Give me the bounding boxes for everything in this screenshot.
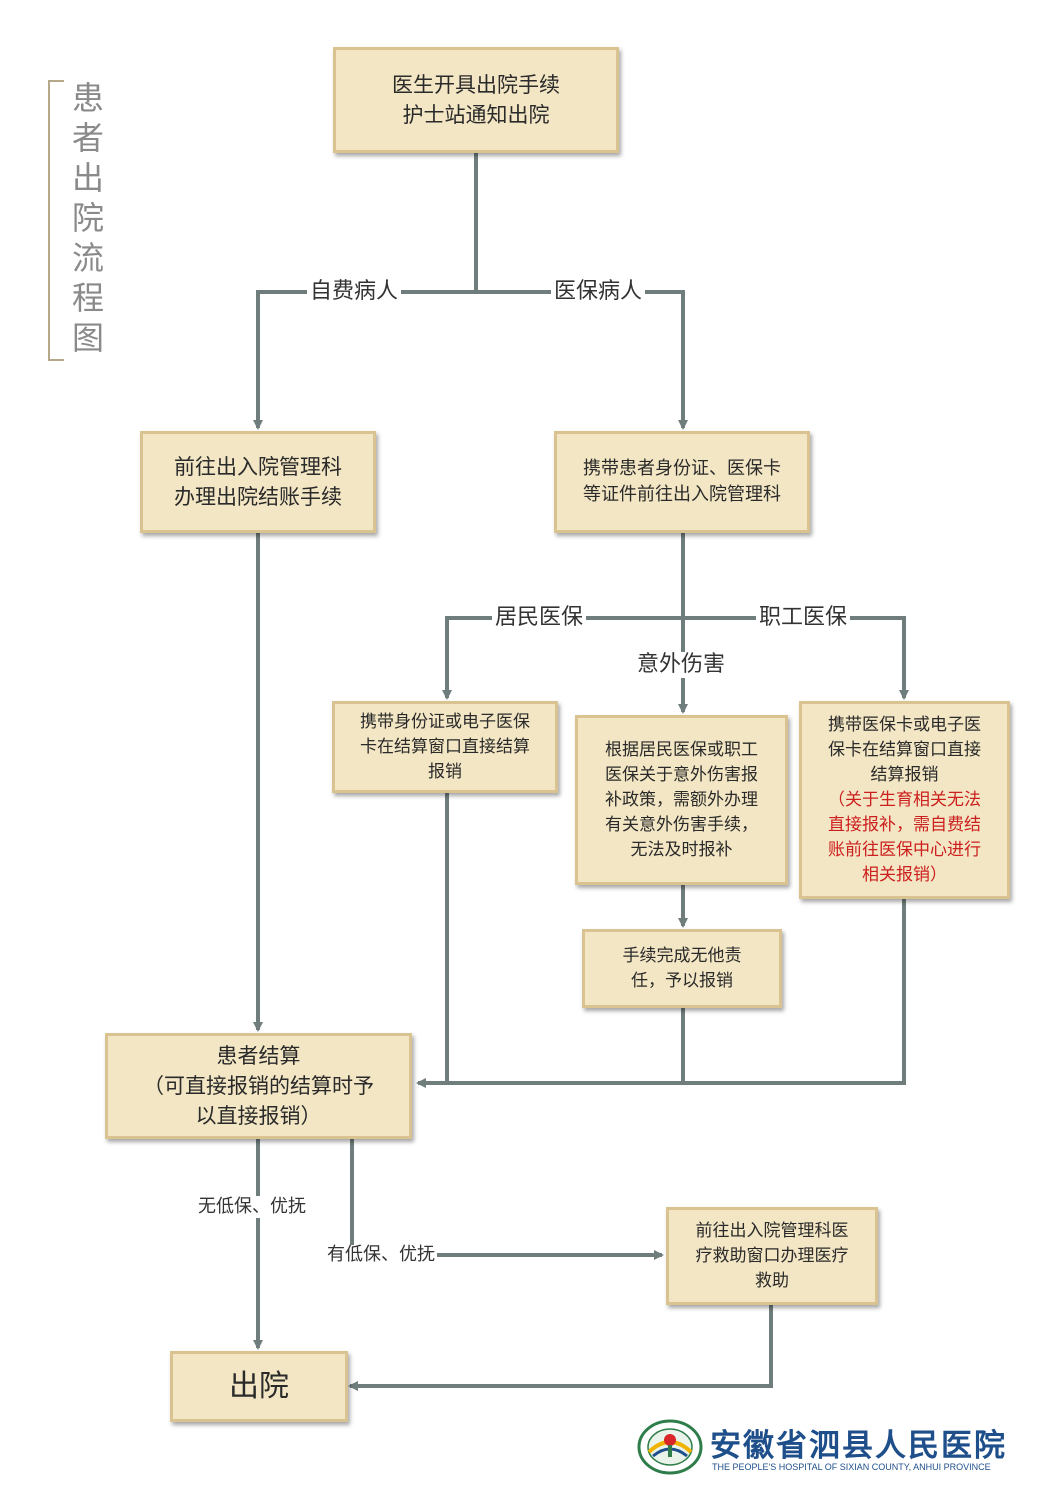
node-text: 携带身份证或电子医保 — [360, 711, 530, 732]
node-employee: 携带医保卡或电子医 保卡在结算窗口直接 结算报销 （关于生育相关无法 直接报补，… — [799, 701, 1010, 899]
side-title-char: 患 — [71, 79, 104, 117]
node-text: 医生开具出院手续 — [392, 73, 560, 97]
side-title-char: 者 — [71, 119, 104, 157]
node-text: 办理出院结账手续 — [174, 485, 342, 509]
side-title-bracket — [48, 80, 64, 361]
node-text: 根据居民医保或职工 — [605, 739, 758, 760]
node-accident: 根据居民医保或职工 医保关于意外伤害报 补政策，需额外办理 有关意外伤害手续， … — [575, 715, 788, 885]
node-note-text: 相关报销） — [862, 864, 947, 885]
node-text: 携带患者身份证、医保卡 — [583, 458, 781, 479]
node-self-pay: 前往出入院管理科 办理出院结账手续 — [140, 431, 376, 533]
edge-label-no-low-income: 无低保、优抚 — [196, 1196, 308, 1218]
side-title-char: 图 — [71, 319, 104, 357]
node-text: 结算报销 — [870, 764, 939, 785]
edge-label-employee: 职工医保 — [756, 607, 851, 629]
node-text: 出院 — [229, 1368, 289, 1404]
edge-label-self-pay: 自费病人 — [307, 281, 402, 303]
node-text: 手续完成无他责 — [622, 945, 742, 966]
node-discharge: 出院 — [170, 1351, 348, 1422]
node-text: 任，予以报销 — [631, 970, 733, 991]
connector-aid-discharge — [348, 1305, 773, 1391]
node-insured: 携带患者身份证、医保卡 等证件前往出入院管理科 — [554, 431, 810, 533]
node-text: 报销 — [428, 761, 462, 782]
node-text: 护士站通知出院 — [402, 103, 550, 127]
connector-to-self-pay — [253, 290, 476, 430]
node-note-text: （关于生育相关无法 — [828, 789, 981, 810]
node-resident: 携带身份证或电子医保 卡在结算窗口直接结算 报销 — [332, 701, 558, 793]
side-title: 患 者 出 院 流 程 图 — [68, 78, 108, 358]
node-text: 以直接报销） — [195, 1104, 322, 1128]
edge-label-resident: 居民医保 — [492, 607, 587, 629]
hospital-name-en: THE PEOPLE'S HOSPITAL OF SIXIAN COUNTY, … — [712, 1462, 991, 1472]
node-text: 前往出入院管理科 — [174, 455, 342, 479]
connector-to-resident — [442, 616, 683, 700]
node-text: 疗救助窗口办理医疗 — [695, 1245, 849, 1266]
node-start: 医生开具出院手续 护士站通知出院 — [333, 47, 619, 153]
hospital-name-cn: 安徽省泗县人民医院 — [710, 1428, 1007, 1464]
connector-settle-aid — [350, 1138, 664, 1260]
side-title-char: 程 — [71, 279, 104, 317]
node-settle: 患者结算 （可直接报销的结算时予 以直接报销） — [105, 1033, 412, 1139]
hospital-logo-icon — [637, 1419, 703, 1475]
node-text: 补政策，需额外办理 — [605, 789, 758, 810]
edge-label-insured: 医保病人 — [551, 281, 646, 303]
node-accident-done: 手续完成无他责 任，予以报销 — [582, 929, 782, 1008]
node-text: 医保关于意外伤害报 — [605, 764, 758, 785]
edge-label-low-income: 有低保、优抚 — [325, 1244, 437, 1265]
node-text: 患者结算 — [216, 1044, 301, 1068]
node-text: 等证件前往出入院管理科 — [583, 484, 781, 505]
connector-employee-merge — [416, 898, 906, 1088]
side-title-char: 出 — [71, 159, 104, 197]
node-note-text: 账前往医保中心进行 — [828, 839, 981, 860]
node-note-text: 直接报补，需自费结 — [828, 814, 981, 835]
node-text: 无法及时报补 — [630, 839, 733, 860]
side-title-char: 院 — [71, 199, 104, 237]
node-text: 前往出入院管理科医 — [695, 1220, 849, 1241]
node-aid: 前往出入院管理科医 疗救助窗口办理医疗 救助 — [666, 1207, 878, 1305]
node-text: 卡在结算窗口直接结算 — [360, 736, 530, 757]
side-title-char: 流 — [71, 239, 104, 277]
node-text: 救助 — [755, 1270, 789, 1291]
edge-label-accident: 意外伤害 — [634, 652, 729, 678]
node-text: 携带医保卡或电子医 — [828, 714, 981, 735]
connector-to-insured — [476, 290, 688, 430]
node-text: （可直接报销的结算时予 — [143, 1074, 374, 1098]
node-text: 有关意外伤害手续， — [605, 814, 758, 835]
node-text: 保卡在结算窗口直接 — [828, 739, 981, 760]
